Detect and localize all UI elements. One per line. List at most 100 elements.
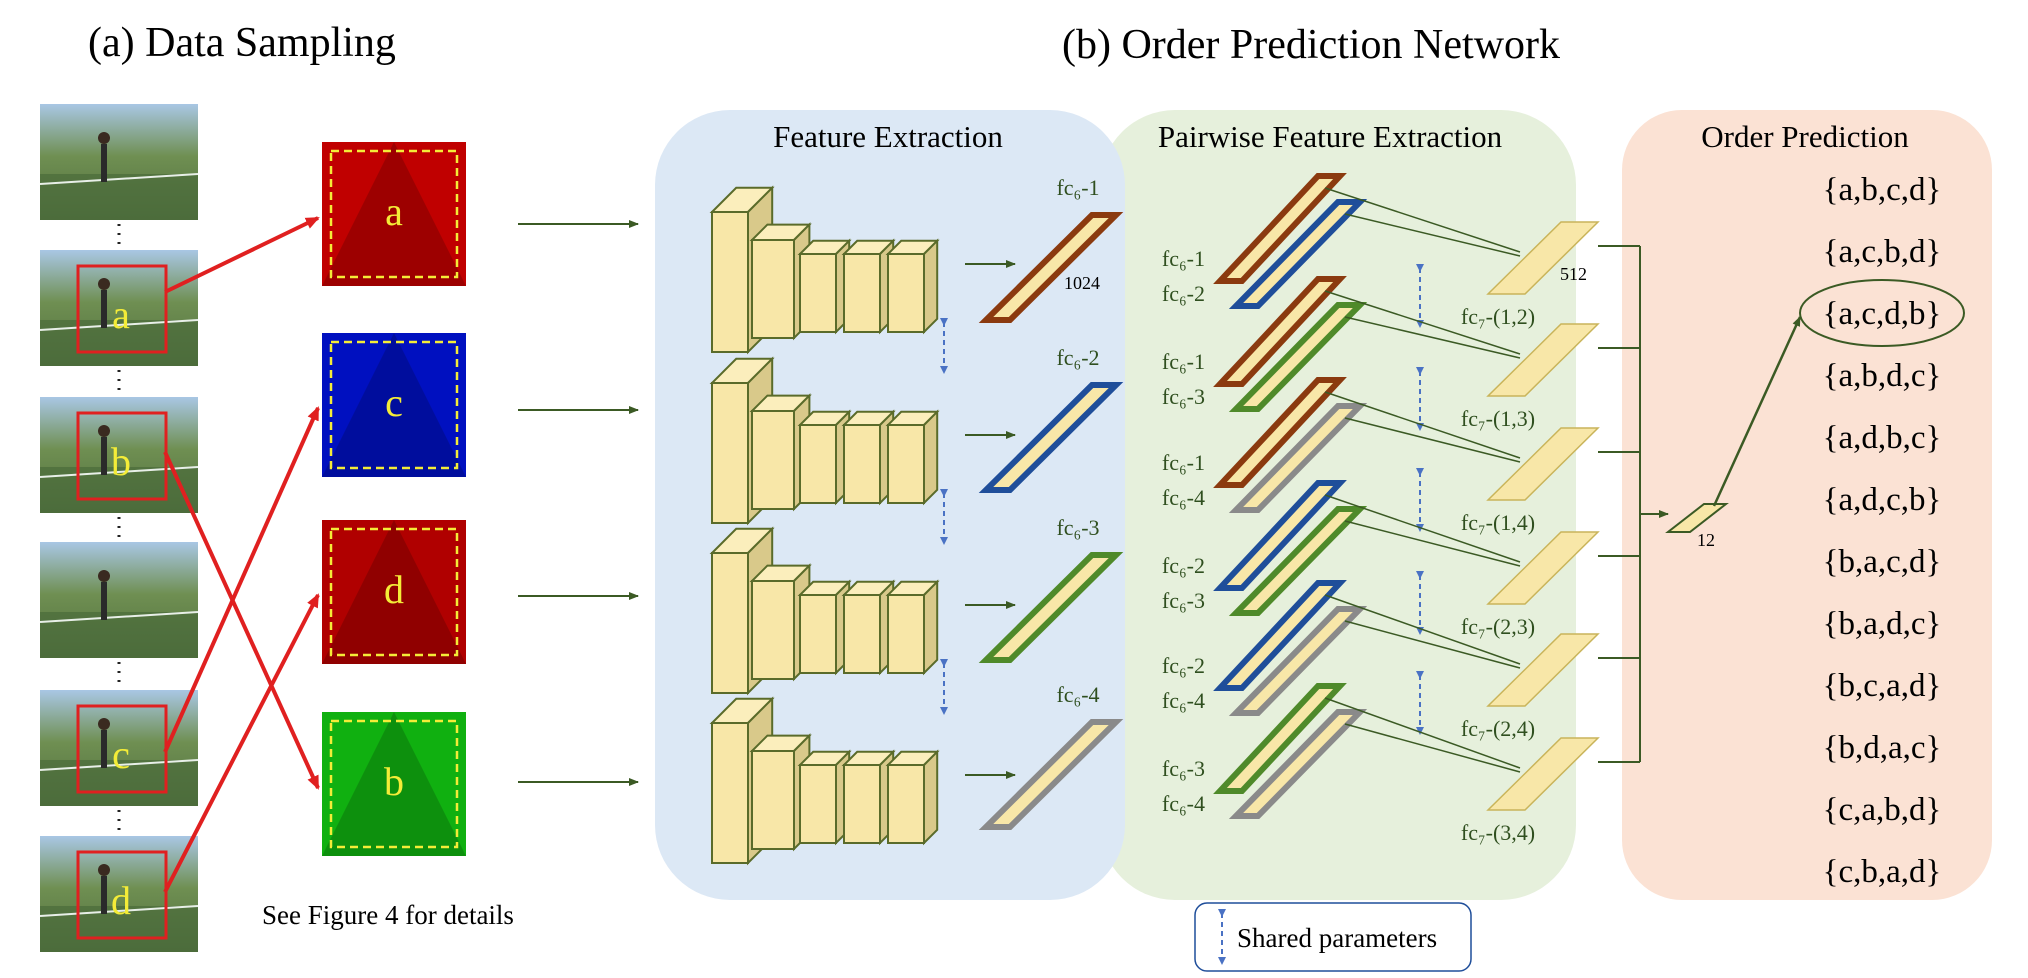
pair-input-label: fc₆-2 (1162, 553, 1205, 578)
cnn-stream-2 (709, 356, 1016, 526)
fc6-4: fc₆-4 (978, 682, 1124, 830)
pair-connection (1344, 723, 1521, 773)
fc7-layer (1486, 221, 1600, 295)
pairwise-features: fc₆-1fc₆-2fc₇-(1,2)512fc₆-1fc₆-3fc₇-(1,3… (1162, 173, 1669, 845)
fc7-dimension: 512 (1560, 264, 1587, 284)
patch-label: b (384, 759, 404, 804)
conv-side (923, 238, 939, 335)
conv-front (751, 410, 795, 510)
video-frame: b (39, 397, 199, 513)
patch-a: a (322, 142, 466, 286)
fc6-label: fc₆-3 (1056, 515, 1099, 540)
pair-connection (1344, 417, 1521, 463)
pair-input-label: fc₆-3 (1162, 384, 1205, 409)
patch-crop-border (329, 719, 459, 849)
order-option: {a,d,c,b} (1823, 482, 1942, 518)
court-line (39, 905, 199, 917)
conv-front (799, 424, 837, 504)
fc7-layer (1486, 737, 1600, 811)
pair-first-input (1213, 480, 1347, 591)
order-option: {a,d,b,c} (1823, 420, 1942, 456)
input-arrows (518, 220, 639, 786)
pair-first-input (1213, 580, 1347, 691)
fc8-layer (1665, 503, 1729, 533)
pair-first-input (1213, 377, 1347, 488)
pair-input-label: fc₆-4 (1162, 791, 1205, 816)
fc6-outputs: fc₆-1 1024 fc₆-2 fc₆-3 fc₆-4 (978, 175, 1124, 830)
patch-crop-border (329, 340, 459, 470)
fc7-label: fc₇-(2,3) (1461, 614, 1535, 639)
fc7-layer (1486, 323, 1600, 397)
player-head (98, 278, 110, 290)
fc6-layer (978, 719, 1124, 830)
video-frame (39, 542, 199, 658)
order-option: {b,a,d,c} (1823, 606, 1942, 642)
pair-input-label: fc₆-2 (1162, 653, 1205, 678)
order-option: {a,b,c,d} (1823, 172, 1942, 208)
pair-input-label: fc₆-1 (1162, 349, 1205, 374)
frame-court (40, 612, 198, 658)
order-prediction-title: Order Prediction (1701, 119, 1909, 154)
player-head (98, 570, 110, 582)
conv-front (843, 253, 881, 333)
conv-front (799, 764, 837, 844)
conv-front (799, 594, 837, 674)
legend-box (1194, 902, 1472, 972)
conv-front (751, 580, 795, 680)
video-frame: a (39, 250, 199, 366)
fc6-label: fc₆-2 (1056, 345, 1099, 370)
pair-second-input (1228, 403, 1368, 513)
sampling-arrow-d (163, 593, 320, 893)
order-option: {c,a,b,d} (1823, 792, 1942, 828)
player-head (98, 132, 110, 144)
sampling-box (76, 264, 168, 354)
fc8-dimension: 12 (1697, 530, 1715, 550)
conv-front (887, 594, 925, 674)
pairwise-title: Pairwise Feature Extraction (1158, 119, 1503, 154)
pair-input-label: fc₆-3 (1162, 756, 1205, 781)
pair-connection (1344, 316, 1521, 359)
sampling-box (76, 850, 168, 940)
player-head (98, 864, 110, 876)
patch-c: c (322, 333, 466, 477)
conv-side (923, 749, 939, 846)
fc6-3: fc₆-3 (978, 515, 1124, 663)
patch-shading (322, 712, 466, 856)
pair-connection (1324, 594, 1521, 665)
fc7-label: fc₇-(2,4) (1461, 716, 1535, 741)
fc7-layer (1486, 427, 1600, 501)
see-figure-note: See Figure 4 for details (262, 900, 514, 930)
fc6-2: fc₆-2 (978, 345, 1124, 493)
conv-side (923, 409, 939, 506)
shared-parameters-legend: Shared parameters (1194, 902, 1472, 972)
pair-connection (1324, 187, 1521, 253)
fc6-dimension: 1024 (1064, 273, 1100, 293)
fc6-layer (978, 552, 1124, 663)
pair-second-input (1228, 302, 1368, 412)
video-frame: c (39, 690, 199, 806)
fc6-1: fc₆-1 1024 (978, 175, 1124, 323)
sampling-arrows (163, 216, 320, 893)
court-line (39, 611, 199, 623)
frame-label: c (112, 732, 130, 777)
order-option: {c,b,a,d} (1823, 854, 1942, 890)
order-option: {a,c,b,d} (1823, 234, 1942, 270)
order-option: {b,a,c,d} (1823, 544, 1942, 580)
fc8-output: 12 (1665, 503, 1729, 550)
patch-label: a (385, 189, 403, 234)
sampling-arrow-b (163, 451, 320, 790)
patch-label: c (385, 380, 403, 425)
pair-input-label: fc₆-1 (1162, 246, 1205, 271)
conv-front (711, 552, 749, 694)
fc6-label: fc₆-1 (1056, 175, 1099, 200)
pair-connection (1324, 697, 1521, 769)
conv-front (711, 722, 749, 864)
order-prediction-network-title: (b) Order Prediction Network (1062, 22, 1560, 68)
pair-input-label: fc₆-2 (1162, 281, 1205, 306)
